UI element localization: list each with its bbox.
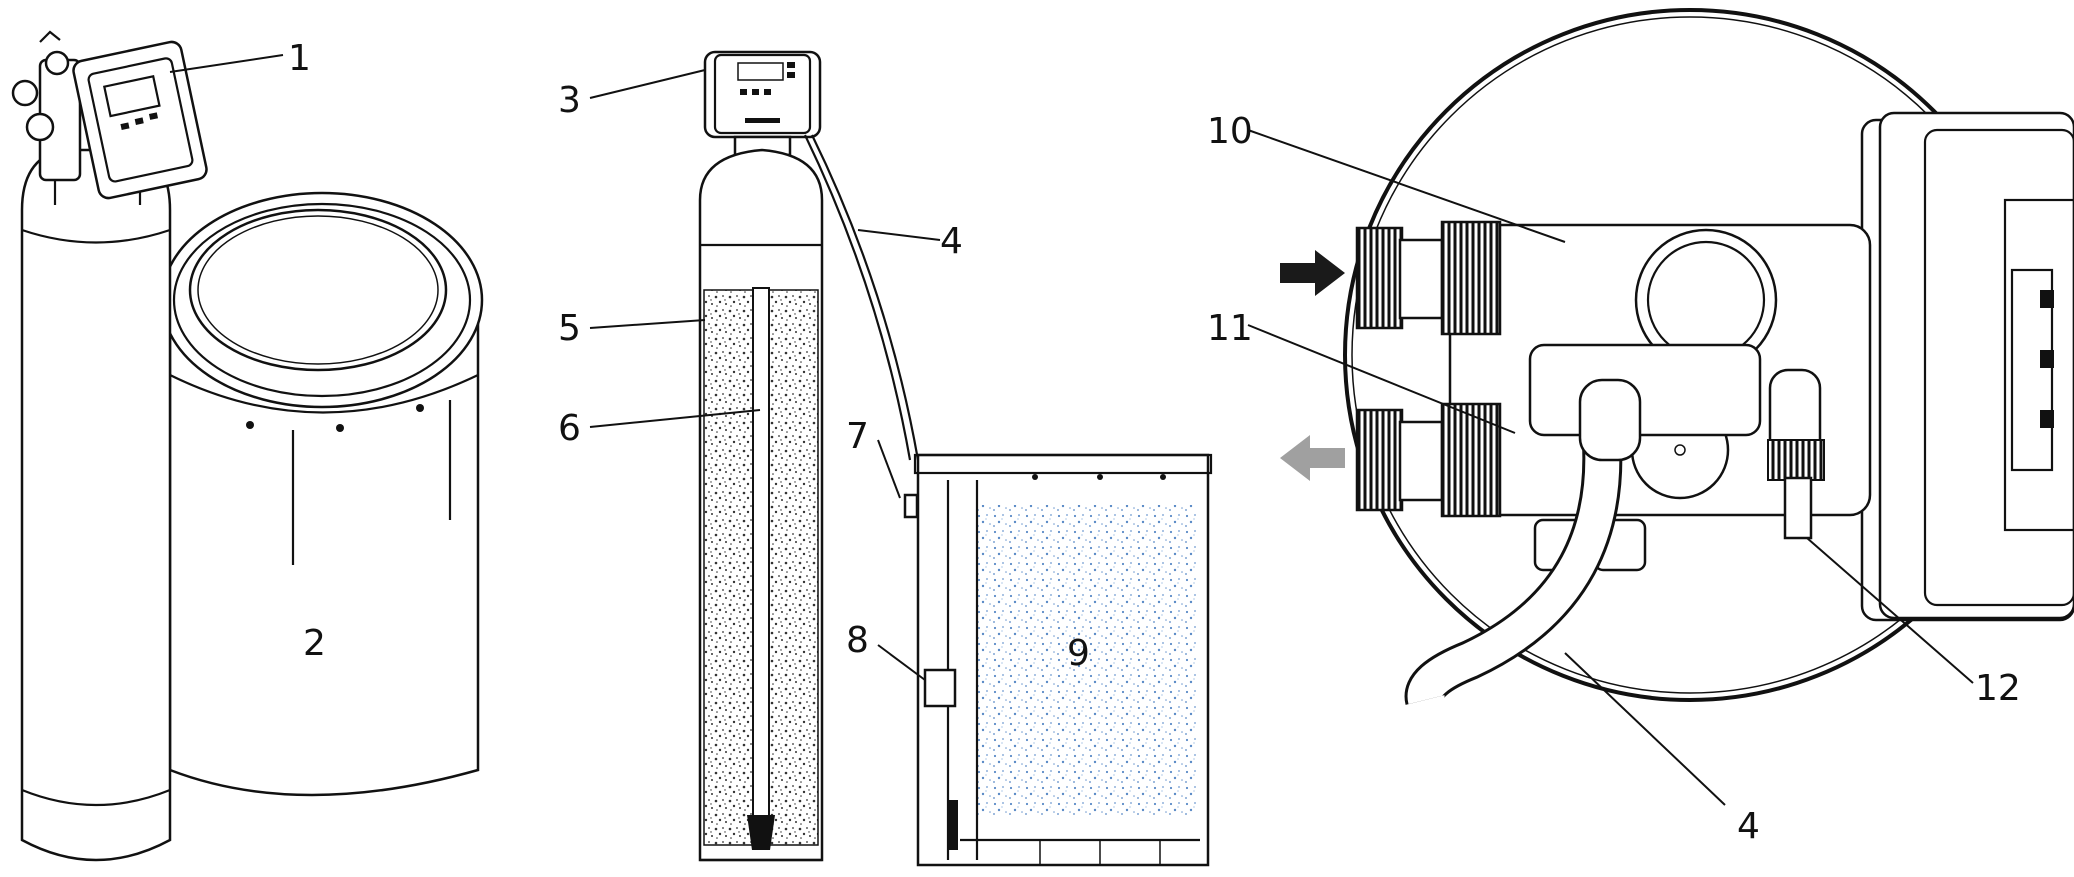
- callout-12: 12: [1975, 668, 2021, 709]
- outlet-port: [1355, 402, 1502, 518]
- resin-tank: [20, 148, 172, 862]
- brine-tank: [913, 453, 1213, 867]
- callout-1: 1: [288, 38, 311, 79]
- mineral-tank: [698, 135, 824, 862]
- callout-5: 5: [558, 308, 581, 349]
- callout-6: 6: [558, 408, 581, 449]
- callout-10: 10: [1207, 111, 1253, 152]
- controller-housing: [1860, 111, 2074, 622]
- softener-unit-perspective: [11, 30, 484, 862]
- front-control-head: [703, 50, 822, 139]
- inlet-port: [1355, 220, 1502, 336]
- brine-fitting-right: [1767, 368, 1825, 540]
- brine-line: [804, 134, 912, 461]
- callout-labels: 1 2 3 4 5 6 7 8 9 10 11 12 4: [288, 38, 2021, 847]
- callout-8: 8: [846, 620, 869, 661]
- callout-2: 2: [303, 623, 326, 664]
- brine-cabinet: [160, 191, 484, 797]
- callout-4a: 4: [940, 221, 963, 262]
- control-valve-head: [11, 30, 208, 200]
- callout-4b: 4: [1737, 806, 1760, 847]
- outlet-arrow-icon: [1280, 435, 1345, 481]
- leader-lines: [169, 54, 1974, 806]
- brine-fitting: [903, 493, 919, 519]
- inlet-arrow-icon: [1280, 250, 1345, 296]
- valve-detail-view: [1280, 8, 2074, 705]
- softener-cross-section: [698, 50, 1213, 867]
- callout-9: 9: [1067, 633, 1090, 674]
- callout-3: 3: [558, 80, 581, 121]
- callout-11: 11: [1207, 308, 1253, 349]
- callout-7: 7: [846, 416, 869, 457]
- valve-body: [1448, 223, 1872, 572]
